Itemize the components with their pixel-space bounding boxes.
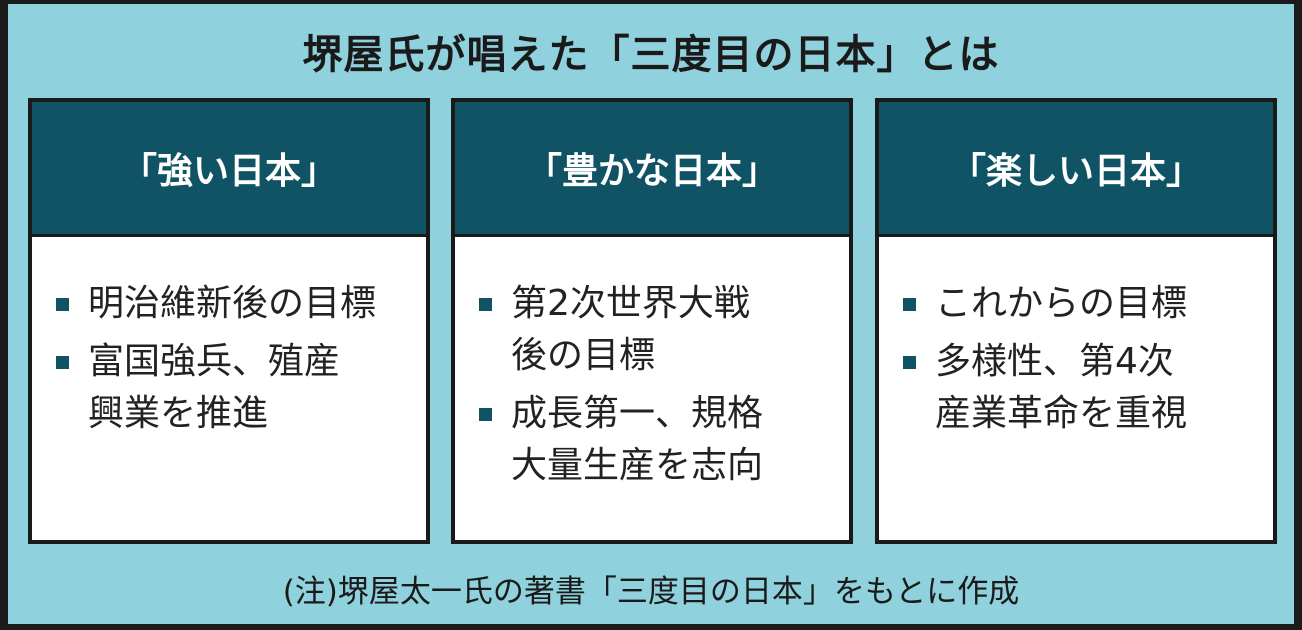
- bullet-text: 成長第一、規格 大量生産を志向: [511, 393, 764, 486]
- card-bullet-list: 第2次世界大戦 後の目標 成長第一、規格 大量生産を志向: [477, 278, 837, 498]
- card-rich-japan: 「豊かな日本」 第2次世界大戦 後の目標 成長第一、規格 大量生産を志向: [451, 98, 853, 544]
- bullet-item: 富国強兵、殖産 興業を推進: [54, 336, 414, 440]
- bullet-text: 富国強兵、殖産 興業を推進: [88, 341, 341, 434]
- card-bullet-list: これからの目標 多様性、第4次 産業革命を重視: [901, 278, 1261, 446]
- square-bullet-icon: [479, 298, 492, 311]
- bullet-text: 明治維新後の目標: [88, 283, 377, 324]
- bullet-item: 第2次世界大戦 後の目標: [477, 278, 837, 382]
- source-footnote: (注)堺屋太一氏の著書「三度目の日本」をもとに作成: [282, 574, 1020, 610]
- bullet-item: 多様性、第4次 産業革命を重視: [901, 336, 1261, 440]
- card-heading: 「豊かな日本」: [455, 102, 849, 237]
- card-heading: 「楽しい日本」: [879, 102, 1273, 237]
- square-bullet-icon: [56, 356, 69, 369]
- infographic-panel: 堺屋氏が唱えた「三度目の日本」とは 「強い日本」 明治維新後の目標 富国強兵、殖…: [8, 4, 1294, 624]
- bullet-text: これからの目標: [935, 283, 1188, 324]
- bullet-item: 成長第一、規格 大量生産を志向: [477, 388, 837, 492]
- card-strong-japan: 「強い日本」 明治維新後の目標 富国強兵、殖産 興業を推進: [28, 98, 430, 544]
- card-fun-japan: 「楽しい日本」 これからの目標 多様性、第4次 産業革命を重視: [875, 98, 1277, 544]
- bullet-text: 多様性、第4次 産業革命を重視: [935, 341, 1188, 434]
- bullet-item: 明治維新後の目標: [54, 278, 414, 330]
- square-bullet-icon: [479, 408, 492, 421]
- card-bullet-list: 明治維新後の目標 富国強兵、殖産 興業を推進: [54, 278, 414, 446]
- square-bullet-icon: [56, 298, 69, 311]
- infographic-title: 堺屋氏が唱えた「三度目の日本」とは: [302, 32, 1000, 78]
- bullet-text: 第2次世界大戦 後の目標: [511, 283, 750, 376]
- card-heading: 「強い日本」: [32, 102, 426, 237]
- square-bullet-icon: [903, 298, 916, 311]
- square-bullet-icon: [903, 356, 916, 369]
- bullet-item: これからの目標: [901, 278, 1261, 330]
